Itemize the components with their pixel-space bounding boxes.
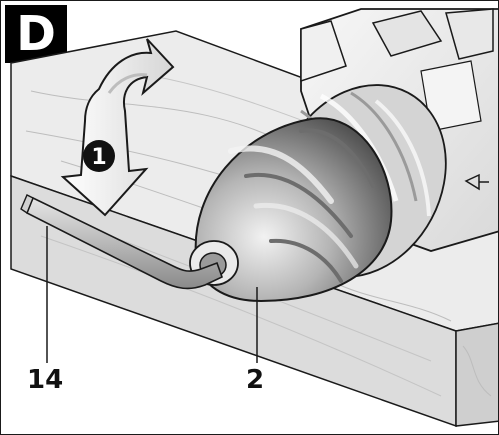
- callout-allen-key: 14: [27, 365, 64, 395]
- keyless-chuck: [189, 117, 393, 303]
- rotation-arrow: [60, 38, 175, 217]
- step-badge: 1: [83, 140, 115, 172]
- allen-key: [20, 194, 223, 290]
- callout-chuck: 2: [246, 365, 265, 395]
- step-number: 1: [91, 145, 106, 170]
- panel-letter: D: [5, 5, 67, 63]
